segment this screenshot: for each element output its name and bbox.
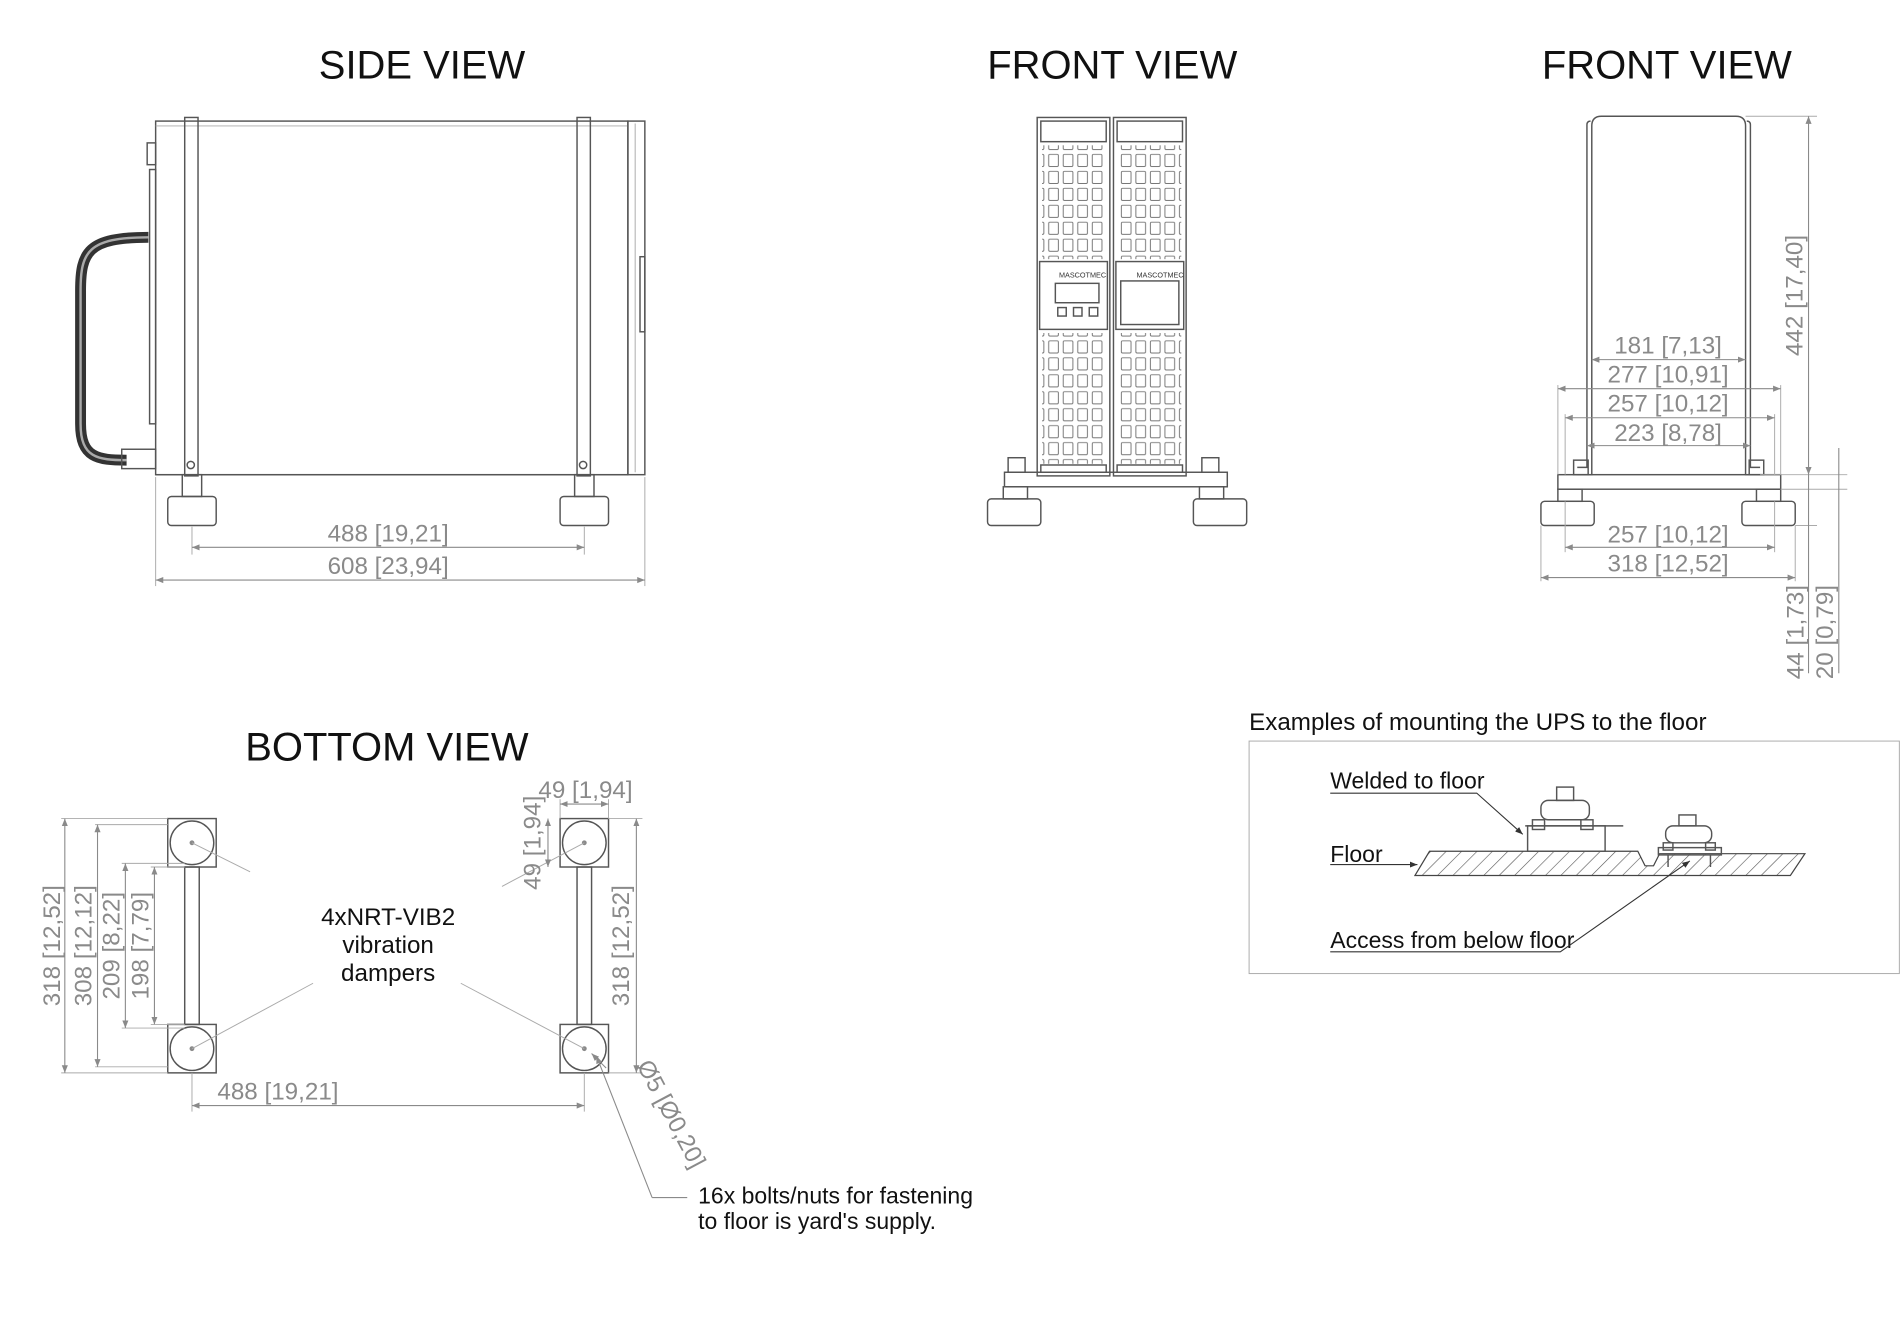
brand-label-right: MASCOTMEC — [1136, 270, 1183, 279]
bolts-note-line2: to floor is yard's supply. — [698, 1208, 936, 1234]
floor-label: Floor — [1330, 841, 1383, 867]
front-dim-277: 277 [10,91] — [1608, 362, 1729, 389]
front-view-ups-drawing: MASCOTMEC MASCOTMEC — [986, 116, 1248, 527]
side-view-title: SIDE VIEW — [319, 44, 526, 88]
bottom-dim-198: 198 [7,79] — [127, 892, 154, 1000]
welded-leader — [1330, 792, 1524, 835]
front-dim-257-top: 257 [10,12] — [1608, 391, 1729, 418]
bottom-dim-488: 488 [19,21] — [217, 1079, 338, 1106]
front-view-title-left: FRONT VIEW — [987, 44, 1237, 88]
bottom-dim-49-h: 49 [1,94] — [538, 777, 632, 804]
mounting-title: Examples of mounting the UPS to the floo… — [1249, 709, 1706, 736]
dampers-note-line3: dampers — [341, 960, 435, 987]
dampers-note-line1: 4xNRT-VIB2 — [321, 904, 455, 931]
welded-label: Welded to floor — [1330, 767, 1485, 793]
bottom-dim-308: 308 [12,12] — [70, 885, 97, 1006]
front-view-title-right: FRONT VIEW — [1542, 44, 1792, 88]
bolts-note-leader-diag — [595, 1055, 653, 1198]
dampers-note-line2: vibration — [342, 932, 433, 959]
front-dim-257-bottom: 257 [10,12] — [1608, 521, 1729, 548]
side-dim-608: 608 [23,94] — [328, 553, 449, 580]
access-leader — [1330, 860, 1691, 953]
front-dim-44: 44 [1,73] — [1783, 585, 1810, 679]
front-dim-318: 318 [12,52] — [1608, 551, 1729, 578]
mounting-panel — [1248, 740, 1900, 975]
side-view-drawing — [75, 116, 646, 587]
bottom-dim-318-left: 318 [12,52] — [39, 885, 66, 1006]
brand-label-left: MASCOTMEC — [1059, 270, 1106, 279]
bottom-dim-209: 209 [8,22] — [98, 892, 125, 1000]
front-dim-442: 442 [17,40] — [1781, 235, 1808, 356]
front-dim-20: 20 [0,79] — [1812, 585, 1839, 679]
bottom-dim-318-right: 318 [12,52] — [608, 885, 635, 1006]
bottom-view-drawing — [61, 799, 643, 1112]
front-view-bracket-drawing — [1540, 115, 1848, 582]
front-dim-181: 181 [7,13] — [1614, 333, 1722, 360]
bottom-view-title: BOTTOM VIEW — [245, 725, 529, 769]
side-dim-488: 488 [19,21] — [328, 520, 449, 547]
access-label: Access from below floor — [1330, 927, 1574, 953]
bottom-dim-49-v: 49 [1,94] — [520, 796, 547, 890]
bolts-note-line1: 16x bolts/nuts for fastening — [698, 1183, 973, 1209]
mounting-illustration — [1413, 786, 1807, 877]
bottom-dim-5: Ø5 [Ø0,20] — [631, 1056, 710, 1173]
front-dim-223: 223 [8,78] — [1614, 420, 1722, 447]
